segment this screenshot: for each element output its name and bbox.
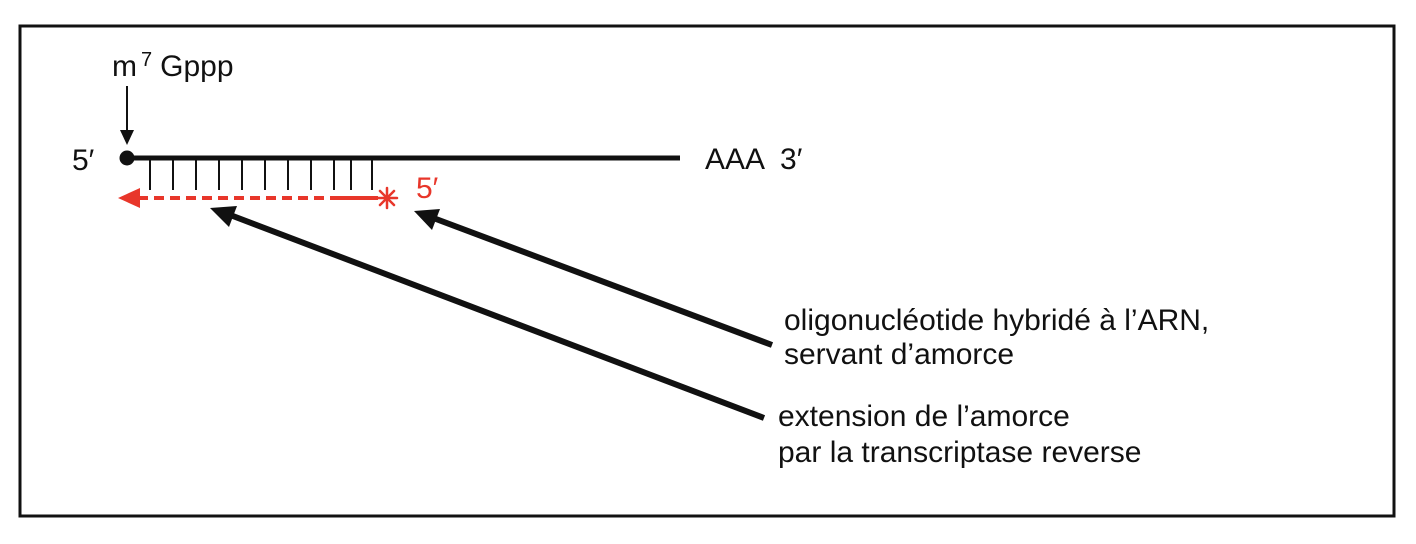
cap-label-superscript: 7 <box>141 49 152 71</box>
callout-primer-line2: servant d’amorce <box>784 338 1014 371</box>
cap-label-m: m <box>112 50 137 83</box>
callout-primer-arrow <box>426 213 774 348</box>
callout-primer-line1: oligonucléotide hybridé à l’ARN, <box>784 304 1209 337</box>
callout-extension-line1: extension de l’amorce <box>778 400 1070 433</box>
cap-label-gppp: Gppp <box>160 50 233 83</box>
callout-extension-line2: par la transcriptase reverse <box>778 436 1142 469</box>
radiolabel-star-icon <box>375 186 399 210</box>
primer-five-prime-label: 5′ <box>416 172 439 205</box>
callout-extension-text: extension de l’amorce par la transcripta… <box>778 400 1142 469</box>
base-pair-ticks <box>149 158 373 190</box>
extension-direction-arrowhead <box>118 188 140 208</box>
callout-extension-arrowhead <box>210 206 237 227</box>
callout-extension-arrow <box>223 210 766 421</box>
diagram-frame <box>18 24 1396 518</box>
callout-primer-text: oligonucléotide hybridé à l’ARN, servant… <box>784 304 1218 371</box>
rna-five-prime-label: 5′ <box>72 144 95 177</box>
callout-primer-arrowhead <box>414 209 440 230</box>
polya-three-prime-label: AAA 3′ <box>705 143 803 176</box>
cap-pointer-arrowhead <box>120 130 134 145</box>
